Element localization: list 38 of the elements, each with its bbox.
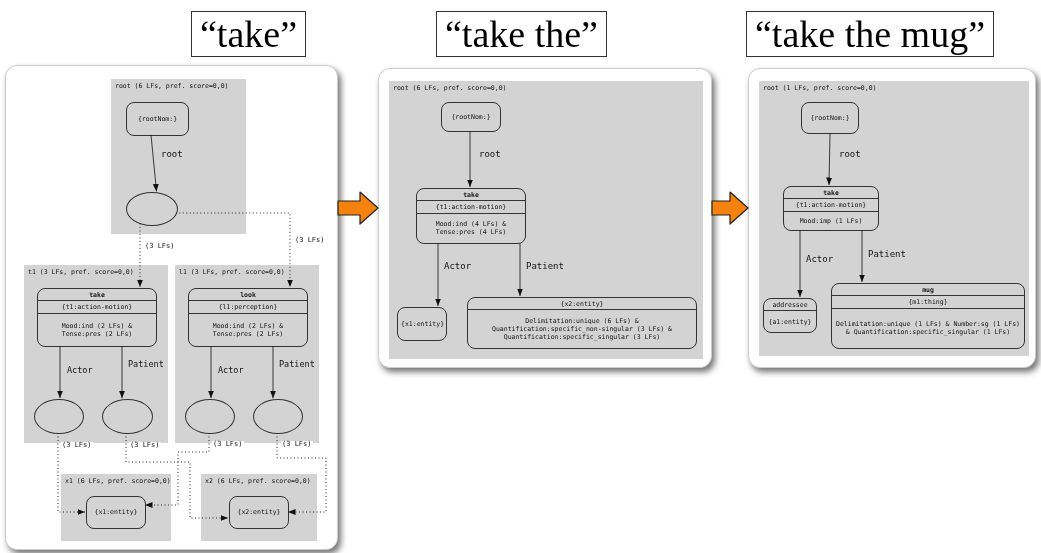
node-box: [397, 307, 447, 341]
edge-label: Patient: [525, 262, 565, 272]
node-box: [441, 102, 501, 132]
heading: “take the mug”: [746, 11, 994, 57]
subgraph-band: [111, 79, 246, 234]
ellipse-node: [102, 399, 153, 434]
ellipse-node: [185, 399, 235, 434]
edge-label: Actor: [66, 366, 94, 376]
node-box: [229, 496, 289, 529]
node-box: [416, 188, 526, 244]
heading: “take”: [191, 11, 307, 57]
node-box: [763, 298, 817, 333]
edge-label: Actor: [805, 255, 835, 265]
subgraph-band: [24, 265, 168, 443]
node-box: [86, 496, 146, 529]
edge-label: root: [160, 150, 184, 160]
node-box: [188, 288, 308, 347]
subgraph-band: [61, 474, 171, 541]
heading: “take the”: [436, 11, 607, 57]
edge-label: Patient: [127, 360, 165, 370]
edge-label: Actor: [443, 262, 473, 272]
node-box: [37, 288, 157, 347]
node-box: [783, 186, 879, 231]
edge-label: root: [478, 150, 502, 160]
edge-label: Patient: [278, 360, 316, 370]
block-arrow: [337, 191, 379, 225]
ellipse-node: [126, 192, 178, 226]
node-box: [801, 102, 859, 134]
edge-label: Actor: [217, 366, 245, 376]
node-box: [467, 297, 697, 349]
block-arrow: [711, 191, 749, 225]
node-box: [831, 283, 1025, 349]
ellipse-node: [253, 399, 303, 434]
edge-label: root: [838, 150, 862, 160]
ellipse-node: [34, 399, 84, 434]
node-box: [126, 102, 189, 136]
edge-label: Patient: [867, 250, 907, 260]
subgraph-band: [201, 474, 317, 541]
